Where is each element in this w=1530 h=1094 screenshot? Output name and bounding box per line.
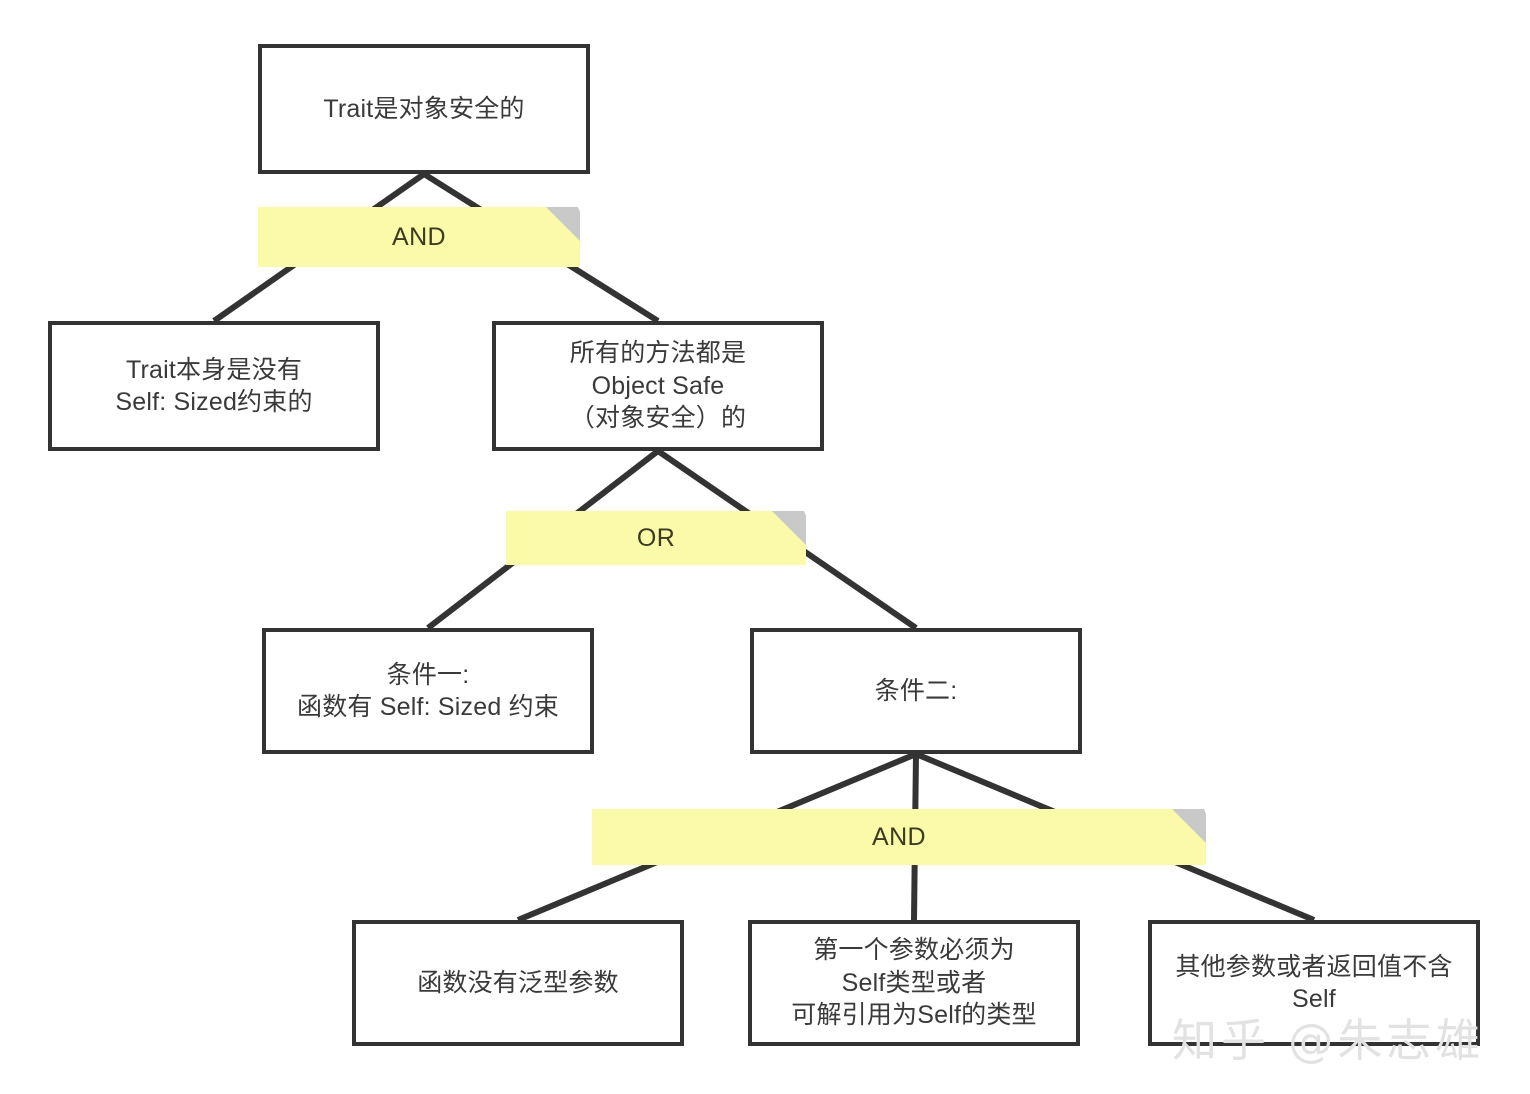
operator-note-and-top[interactable]: AND — [258, 207, 592, 267]
operator-note-or-label: OR — [636, 523, 676, 552]
first-param-self-box[interactable]: 第一个参数必须为 Self类型或者 可解引用为Self的类型 — [748, 920, 1080, 1046]
no-generic-params-box[interactable]: 函数没有泛型参数 — [352, 920, 684, 1046]
no-generic-params-label: 函数没有泛型参数 — [417, 968, 619, 997]
all-methods-object-safe-label: 所有的方法都是 Object Safe （对象安全）的 — [569, 339, 747, 433]
all-methods-object-safe-box[interactable]: 所有的方法都是 Object Safe （对象安全）的 — [492, 321, 824, 451]
trait-no-self-sized-box[interactable]: Trait本身是没有 Self: Sized约束的 — [48, 321, 380, 451]
condition-two-label: 条件二: — [874, 676, 958, 705]
other-params-no-self-label: 其他参数或者返回值不含 Self — [1175, 952, 1453, 1014]
condition-one-box[interactable]: 条件一: 函数有 Self: Sized 约束 — [262, 628, 594, 754]
condition-one-label: 条件一: 函数有 Self: Sized 约束 — [297, 660, 559, 722]
note-fold-corner-icon — [772, 511, 818, 545]
first-param-self-label: 第一个参数必须为 Self类型或者 可解引用为Self的类型 — [791, 936, 1037, 1030]
condition-two-box[interactable]: 条件二: — [750, 628, 1082, 754]
trait-object-safe-box[interactable]: Trait是对象安全的 — [258, 44, 590, 174]
trait-no-self-sized-label: Trait本身是没有 Self: Sized约束的 — [115, 355, 313, 417]
operator-note-or[interactable]: OR — [506, 511, 818, 565]
operator-note-and-top-label: AND — [392, 222, 446, 251]
note-fold-corner-icon — [1172, 809, 1218, 843]
watermark: 知乎 @朱志雄 — [1172, 1014, 1485, 1067]
note-fold-corner-icon — [546, 207, 592, 241]
operator-note-and-bottom-label: AND — [872, 822, 926, 851]
operator-note-and-bottom[interactable]: AND — [592, 809, 1218, 865]
trait-object-safe-label: Trait是对象安全的 — [323, 94, 525, 123]
